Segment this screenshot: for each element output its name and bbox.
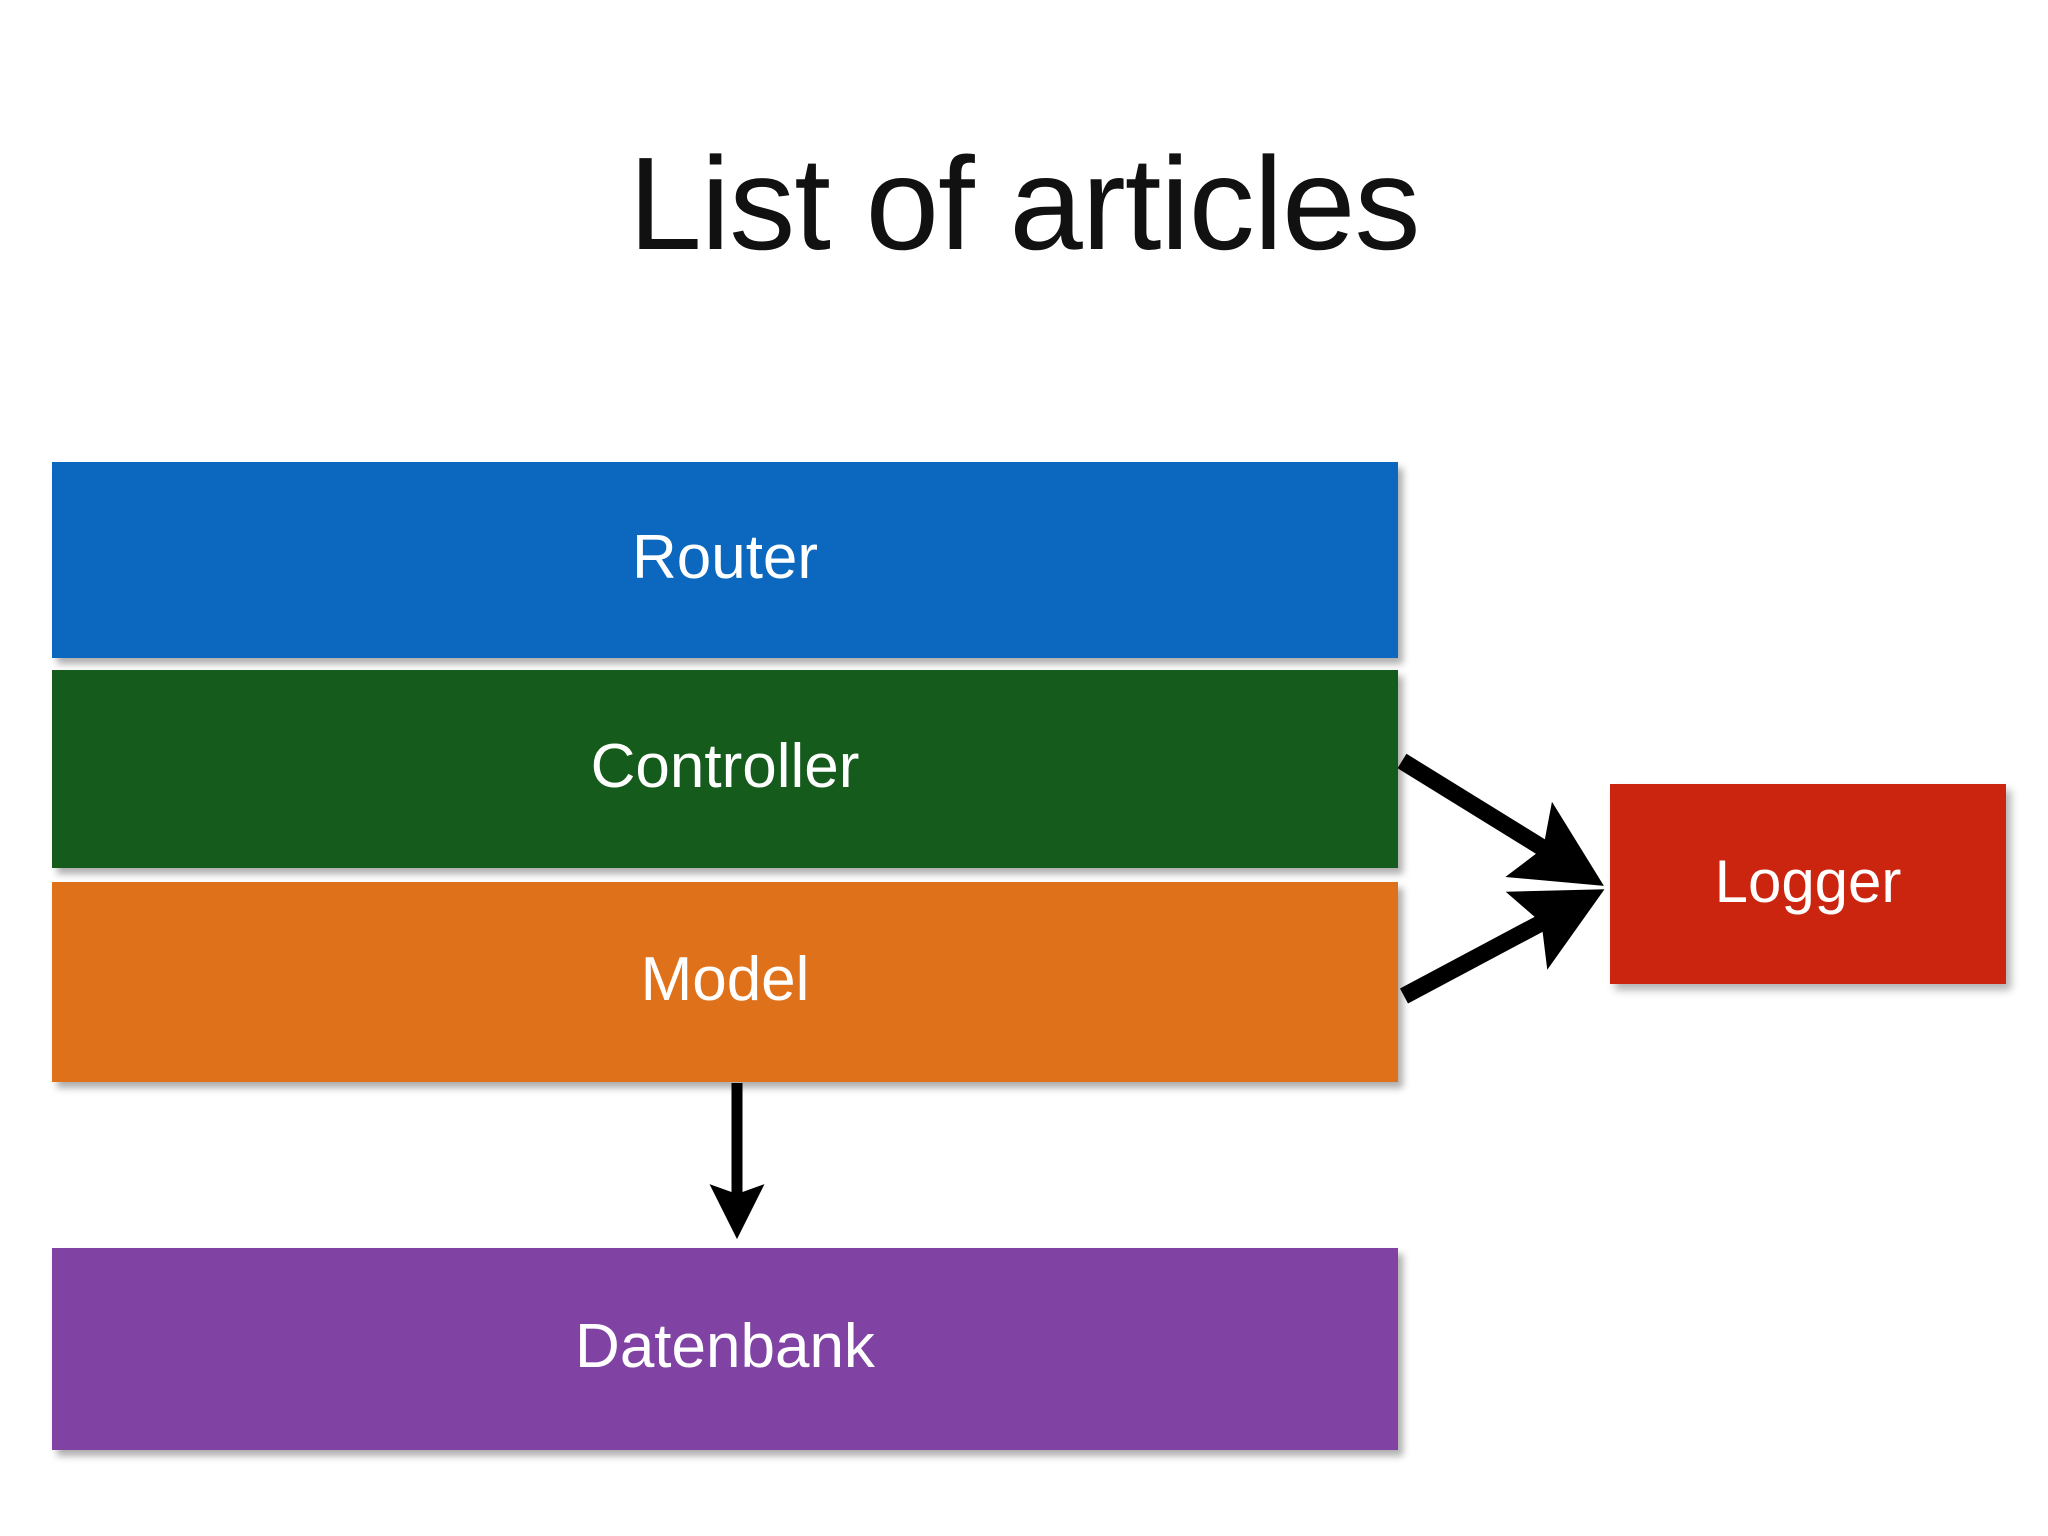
node-logger-label: Logger xyxy=(1714,848,1902,915)
node-controller[interactable]: Controller xyxy=(52,670,1398,868)
node-controller-label: Controller xyxy=(590,732,860,801)
node-router-label: Router xyxy=(631,523,819,592)
node-model-label: Model xyxy=(640,945,810,1014)
node-router[interactable]: Router xyxy=(52,462,1398,658)
node-model[interactable]: Model xyxy=(52,882,1398,1082)
connector-model-to-logger xyxy=(1400,889,1605,1004)
node-logger[interactable]: Logger xyxy=(1610,784,2006,984)
page-title: List of articles xyxy=(628,130,1421,277)
connector-controller-to-logger xyxy=(1397,753,1604,886)
node-datenbank[interactable]: Datenbank xyxy=(52,1248,1398,1450)
node-datenbank-label: Datenbank xyxy=(575,1312,875,1381)
